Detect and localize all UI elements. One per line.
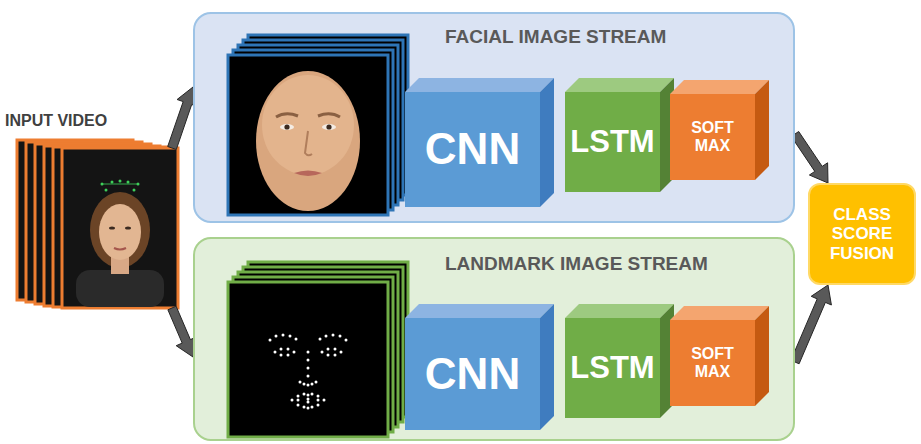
block-label: CNN — [425, 349, 520, 400]
cnn-block: CNN — [405, 318, 540, 430]
stream-heading: FACIAL IMAGE STREAM — [445, 26, 666, 48]
cube-side — [755, 306, 769, 406]
cube-side — [755, 80, 769, 180]
video-frame — [62, 148, 178, 308]
video-frame — [44, 146, 160, 306]
block-label: LSTM — [570, 350, 654, 386]
cube-top — [565, 78, 674, 92]
video-frame — [35, 144, 151, 304]
block-label: CLASS SCORE FUSION — [816, 205, 908, 264]
lstm-block: LSTM — [565, 92, 660, 192]
stream-panel: FACIAL IMAGE STREAM CNN LSTM SOFT MAX — [193, 12, 795, 223]
block-label: LSTM — [570, 124, 654, 160]
face-frame — [233, 50, 393, 210]
video-frame — [53, 147, 169, 307]
softmax-block: SOFT MAX — [670, 320, 755, 406]
face-frame — [248, 35, 408, 195]
flow-arrow — [791, 285, 832, 364]
video-frame — [17, 140, 133, 300]
face-frame — [243, 40, 403, 200]
cube-top — [565, 304, 674, 318]
cube-top — [670, 80, 769, 94]
cube-top — [405, 304, 554, 318]
landmark-frame — [228, 282, 388, 437]
cube-side — [540, 78, 554, 207]
landmark-frame — [238, 272, 398, 427]
block-label: SOFT MAX — [683, 119, 743, 156]
video-frame — [26, 142, 142, 302]
input-label: INPUT VIDEO — [5, 112, 107, 130]
face-frame — [228, 55, 388, 215]
stream-heading: LANDMARK IMAGE STREAM — [445, 253, 708, 275]
softmax-block: SOFT MAX — [670, 94, 755, 180]
landmark-frame — [248, 262, 408, 417]
landmark-frame — [233, 277, 393, 432]
face-frame — [238, 45, 398, 205]
input-video: INPUT VIDEO — [62, 148, 178, 308]
landmark-frame — [243, 267, 403, 422]
stream-panel: LANDMARK IMAGE STREAM CNN LSTM SOFT MAX — [193, 237, 795, 441]
cnn-block: CNN — [405, 92, 540, 207]
fusion-box: CLASS SCORE FUSION — [808, 183, 916, 285]
block-label: SOFT MAX — [683, 345, 743, 382]
flow-arrow — [791, 132, 828, 184]
cube-side — [540, 304, 554, 430]
cube-top — [670, 306, 769, 320]
block-label: CNN — [425, 124, 520, 175]
cube-top — [405, 78, 554, 92]
lstm-block: LSTM — [565, 318, 660, 418]
